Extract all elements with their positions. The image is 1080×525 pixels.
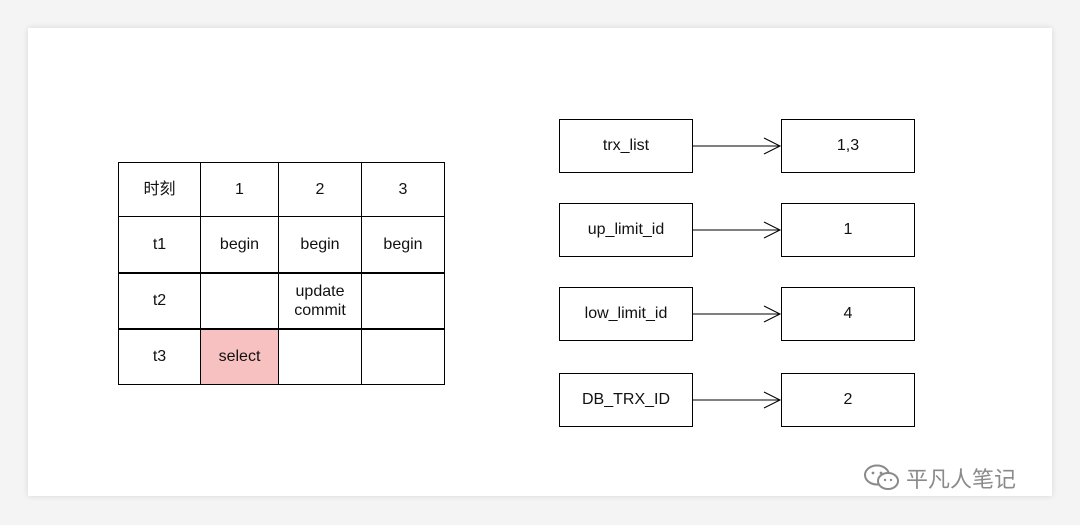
table-row-t3: t3 select bbox=[118, 327, 445, 385]
value-box-up-limit-id: 1 bbox=[781, 203, 915, 257]
cell-t1-trx1: begin bbox=[200, 216, 279, 273]
value-box-low-limit-id: 4 bbox=[781, 287, 915, 341]
value-box-db-trx-id: 2 bbox=[781, 373, 915, 427]
header-cell-trx-2: 2 bbox=[278, 162, 362, 217]
row-label: t3 bbox=[118, 327, 201, 385]
cell-t3-trx1-select: select bbox=[200, 327, 279, 385]
key-box-db-trx-id: DB_TRX_ID bbox=[559, 373, 693, 427]
cell-t3-trx2 bbox=[278, 327, 362, 385]
wechat-icon bbox=[864, 464, 899, 490]
arrow-low-limit-id bbox=[693, 305, 782, 323]
table-header-row: 时刻 1 2 3 bbox=[118, 162, 445, 217]
key-box-up-limit-id: up_limit_id bbox=[559, 203, 693, 257]
header-cell-trx-1: 1 bbox=[200, 162, 279, 217]
cell-t1-trx3: begin bbox=[361, 216, 445, 273]
cell-t1-trx2: begin bbox=[278, 216, 362, 273]
arrow-up-limit-id bbox=[693, 221, 782, 239]
header-cell-trx-3: 3 bbox=[361, 162, 445, 217]
arrow-trx-list bbox=[693, 137, 782, 155]
watermark-text: 平凡人笔记 bbox=[906, 467, 1017, 492]
header-cell-time: 时刻 bbox=[118, 162, 201, 217]
arrow-db-trx-id bbox=[693, 391, 782, 409]
cell-t2-trx3 bbox=[361, 271, 445, 329]
cell-t3-trx3 bbox=[361, 327, 445, 385]
row-label: t1 bbox=[118, 216, 201, 273]
table-row-t1: t1 begin begin begin bbox=[118, 216, 445, 273]
key-box-trx-list: trx_list bbox=[559, 119, 693, 173]
watermark: 平凡人笔记 bbox=[862, 462, 1016, 494]
value-box-trx-list: 1,3 bbox=[781, 119, 915, 173]
key-box-low-limit-id: low_limit_id bbox=[559, 287, 693, 341]
